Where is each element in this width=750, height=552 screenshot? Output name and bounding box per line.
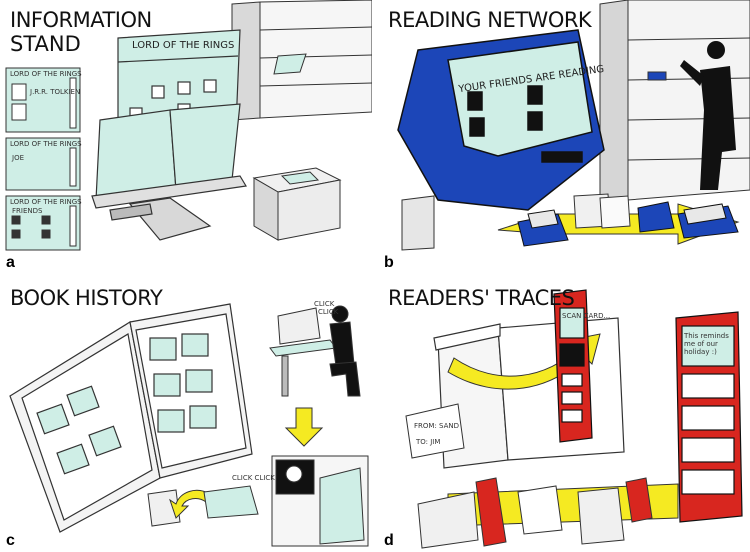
- red-card-holder: [553, 289, 593, 443]
- screen-title: LORD OF THE RINGS: [132, 40, 235, 51]
- panel-readers-traces: READERS' TRACES SCAN CARD... This remind…: [378, 278, 750, 552]
- note-text: This reminds me of our holiday :): [684, 332, 729, 356]
- click-sound-3: CLICK CLICK: [232, 474, 275, 482]
- panel-book-history: BOOK HISTORY CLICK CLICK CLICK CLICK c: [0, 278, 372, 552]
- small-box: [252, 167, 342, 241]
- panel-letter: c: [6, 532, 15, 549]
- note-card: [405, 403, 465, 459]
- information-stand-illustration: [5, 0, 372, 251]
- open-book-stand: [91, 103, 247, 241]
- yellow-down-arrow: [284, 407, 324, 447]
- panel-letter: b: [384, 254, 394, 271]
- note-from: FROM: SAND: [414, 422, 460, 430]
- click-sound-1: CLICK: [314, 300, 335, 308]
- yellow-curved-arrow: [447, 333, 601, 390]
- panel-title-line2: STAND: [10, 32, 81, 56]
- reading-network-illustration: [397, 0, 750, 251]
- click-sound-2: CLICK: [318, 308, 339, 316]
- panel-title: READERS' TRACES: [388, 286, 575, 310]
- red-tall-holder: [675, 311, 743, 523]
- panel-title-line1: INFORMATION: [10, 8, 152, 32]
- note-to: TO: JIM: [416, 438, 441, 446]
- bottom-row: [147, 485, 259, 527]
- panel-title: BOOK HISTORY: [10, 286, 163, 310]
- blue-tokens: [517, 201, 739, 247]
- open-book: [9, 303, 253, 533]
- info-cards: [5, 67, 81, 251]
- bookshelf: [231, 0, 372, 121]
- panel-reading-network: READING NETWORK YOUR FRIENDS ARE READING…: [378, 0, 750, 274]
- book-history-illustration: [9, 303, 369, 547]
- person-silhouette: [680, 41, 736, 190]
- card-3-title: LORD OF THE RINGS: [10, 198, 82, 206]
- panel-letter: d: [384, 532, 394, 549]
- panel-letter: a: [6, 254, 15, 271]
- blue-kiosk: [397, 29, 605, 211]
- desk-scene: [269, 305, 361, 397]
- books: [401, 193, 631, 251]
- card-2-title: LORD OF THE RINGS: [10, 140, 82, 148]
- photo-frame: [271, 455, 369, 547]
- bottom-strip: [417, 477, 679, 549]
- readers-traces-illustration: [405, 289, 743, 549]
- card-1-text: J.R.R. TOLKIEN: [30, 88, 81, 96]
- card-2-text: JOE: [12, 154, 24, 162]
- card-1-title: LORD OF THE RINGS: [10, 70, 82, 78]
- panel-title: READING NETWORK: [388, 8, 592, 32]
- scan-label: SCAN CARD...: [562, 312, 611, 320]
- card-3-text: FRIENDS: [12, 207, 43, 215]
- panel-information-stand: INFORMATION STAND LORD OF THE RINGS LORD…: [0, 0, 372, 274]
